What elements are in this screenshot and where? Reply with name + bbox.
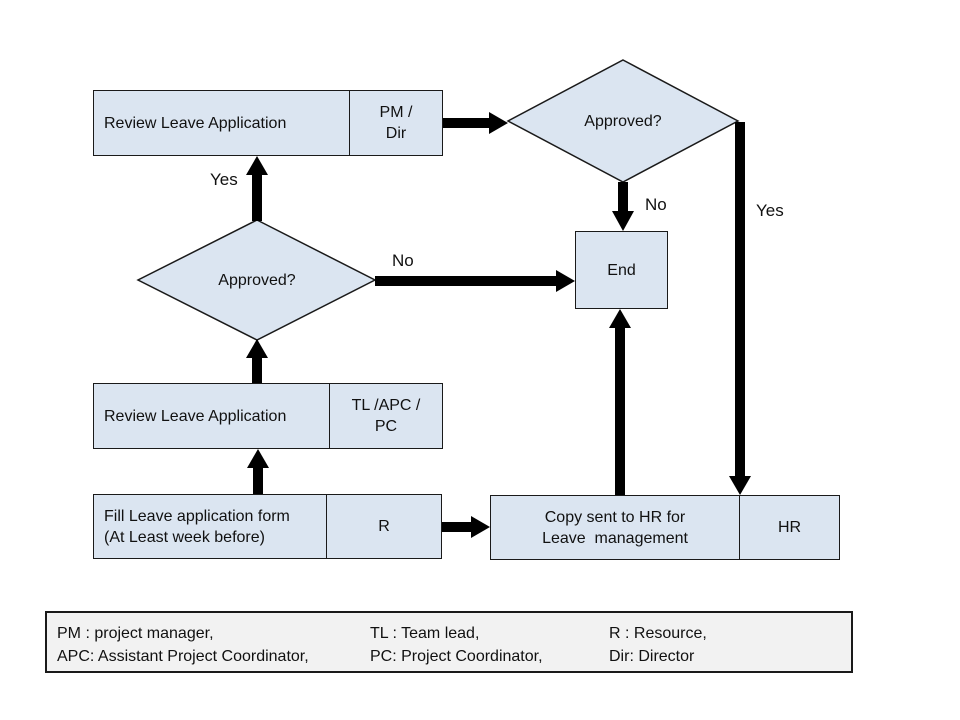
process-end: End [575, 231, 668, 309]
arrowhead-approved-top-to-end [612, 211, 634, 231]
edge-label-yes-right: Yes [756, 201, 784, 220]
edge-label-yes-top: Yes [210, 170, 238, 189]
role-cell-review-mid: TL /APC / PC [329, 383, 443, 449]
role-cell-copy-hr: HR [739, 495, 840, 560]
legend-item-tl: TL : Team lead, [370, 625, 480, 642]
arrowhead-approved-mid-to-end [556, 270, 575, 292]
legend-item-apc: APC: Assistant Project Coordinator, [57, 648, 309, 665]
legend-item-r: R : Resource, [609, 625, 707, 642]
arrowhead-approved-mid-to-review-top [246, 156, 268, 175]
legend-item-pc: PC: Project Coordinator, [370, 648, 543, 665]
process-review-top: Review Leave Application [93, 90, 350, 156]
arrowhead-review-top-to-approved [489, 112, 508, 134]
arrowhead-copy-hr-to-end [609, 309, 631, 328]
arrowhead-review-mid-to-approved-mid [246, 339, 268, 358]
process-copy-hr: Copy sent to HR for Leave management [490, 495, 740, 560]
role-cell-fill-form: R [326, 494, 442, 559]
decision-approved-mid-label: Approved? [218, 272, 296, 289]
process-fill-form: Fill Leave application form (At Least we… [93, 494, 327, 559]
legend: PM : project manager, TL : Team lead, R … [45, 611, 853, 673]
legend-item-dir: Dir: Director [609, 648, 695, 665]
decision-approved-top-label: Approved? [584, 113, 662, 130]
edge-label-no-top: No [645, 195, 667, 214]
role-cell-review-top: PM / Dir [349, 90, 443, 156]
arrowhead-approved-top-to-copy-hr [729, 476, 751, 495]
edge-label-no-mid: No [392, 251, 414, 270]
process-review-mid: Review Leave Application [93, 383, 330, 449]
arrowhead-fill-form-to-copy-hr [471, 516, 490, 538]
arrowhead-fill-form-to-review-mid [247, 449, 269, 468]
legend-item-pm: PM : project manager, [57, 625, 214, 642]
